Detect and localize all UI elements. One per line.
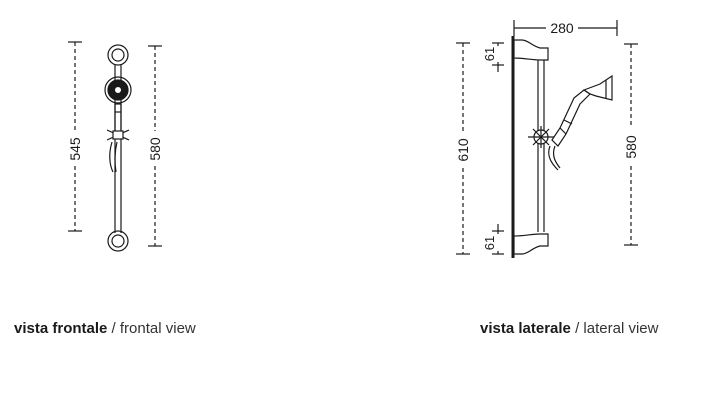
side-caption-english: lateral view <box>583 320 659 337</box>
slider-handle-side <box>528 126 554 148</box>
hose-side <box>548 145 561 171</box>
dimension-280 <box>513 20 618 36</box>
bottom-bracket-side <box>513 233 549 255</box>
front-caption-italian: vista frontale <box>14 320 108 337</box>
dimension-580-front <box>148 45 162 247</box>
dim-label-61-top: 61 <box>482 47 497 61</box>
rail-side <box>537 60 545 232</box>
slider-handle-front <box>106 129 130 141</box>
front-view-caption: vista frontale / frontal view <box>14 320 196 337</box>
dim-label-580-front: 580 <box>147 137 163 161</box>
dimension-580-side <box>624 43 638 246</box>
side-caption-italian: vista laterale <box>480 320 571 337</box>
dimension-545 <box>68 41 82 232</box>
dim-label-280: 280 <box>550 20 574 36</box>
dimension-61-top <box>492 42 504 72</box>
side-dim-labels: 280 610 61 61 580 <box>455 20 639 250</box>
dimension-610 <box>456 42 470 255</box>
hand-shower-side <box>551 74 613 147</box>
front-dim-labels: 545 580 <box>67 137 163 161</box>
top-bracket-side <box>513 39 549 61</box>
front-caption-separator: / <box>111 320 116 337</box>
dim-label-61-bottom: 61 <box>482 236 497 250</box>
dim-label-610: 610 <box>455 138 471 162</box>
hose-front <box>109 141 118 173</box>
side-view-caption: vista laterale / lateral view <box>480 320 658 337</box>
dimension-61-bottom <box>492 224 504 255</box>
top-bracket-front <box>107 44 129 66</box>
side-caption-separator: / <box>575 320 580 337</box>
shower-head-front <box>104 76 132 139</box>
side-view-drawing <box>456 20 638 258</box>
dim-label-580-side: 580 <box>623 135 639 159</box>
dim-label-545: 545 <box>67 137 83 161</box>
front-caption-english: frontal view <box>119 320 196 337</box>
front-view-drawing <box>68 41 162 252</box>
bottom-bracket-front <box>107 230 129 252</box>
